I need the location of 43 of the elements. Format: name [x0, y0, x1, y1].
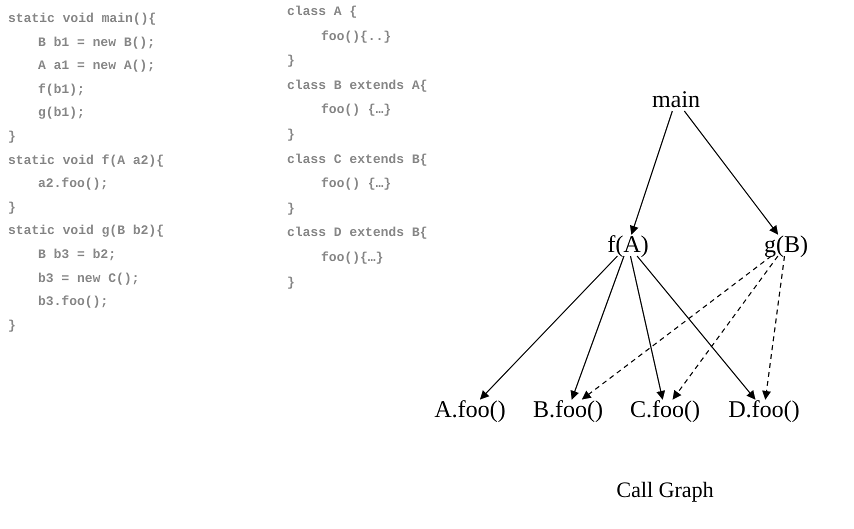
- code-line: foo() {…}: [321, 102, 392, 118]
- code-line: }: [287, 53, 295, 70]
- code-line: foo(){..}: [321, 28, 392, 45]
- arrow: [636, 256, 756, 400]
- code-line: static void g(B b2){: [8, 223, 164, 240]
- code-line: b3 = new C();: [38, 270, 140, 287]
- code-line: }: [8, 200, 16, 216]
- code-line: g(b1);: [38, 105, 85, 122]
- code-line: class C extends B{: [287, 152, 428, 168]
- arrow: [630, 110, 673, 235]
- node-label: f(A): [607, 232, 649, 258]
- code-line: }: [287, 274, 295, 291]
- code-line: b3.foo();: [38, 294, 108, 310]
- arrow: [480, 256, 618, 400]
- node-label: g(B): [764, 232, 808, 258]
- code-line: A a1 = new A();: [38, 58, 156, 74]
- arrow: [630, 256, 666, 400]
- arrow: [672, 256, 778, 400]
- code-line: }: [8, 129, 16, 145]
- arrow: [570, 256, 625, 400]
- code-line: class B extends A{: [287, 78, 428, 94]
- arrow: [582, 256, 772, 400]
- code-line: }: [287, 200, 295, 217]
- node-label: D.foo(): [728, 397, 800, 423]
- code-line: static void f(A a2){: [8, 152, 164, 169]
- arrow: [762, 256, 786, 400]
- code-line: class A {: [287, 4, 358, 20]
- code-line: B b3 = b2;: [38, 247, 116, 263]
- code-line: }: [287, 127, 295, 143]
- code-line: class D extends B{: [287, 225, 428, 242]
- node-label: main: [652, 87, 700, 113]
- code-line: a2.foo();: [38, 176, 108, 192]
- code-line: B b1 = new B();: [38, 34, 156, 51]
- node-label: C.foo(): [630, 397, 700, 423]
- code-line: static void main(){: [8, 11, 156, 27]
- code-line: }: [8, 318, 16, 334]
- code-line: foo() {…}: [321, 176, 392, 192]
- arrow: [684, 110, 778, 235]
- code-line: f(b1);: [38, 82, 85, 98]
- code-line: foo(){…}: [321, 250, 384, 266]
- node-label: A.foo(): [434, 397, 506, 423]
- caption: Call Graph: [616, 477, 714, 503]
- node-label: B.foo(): [533, 397, 603, 423]
